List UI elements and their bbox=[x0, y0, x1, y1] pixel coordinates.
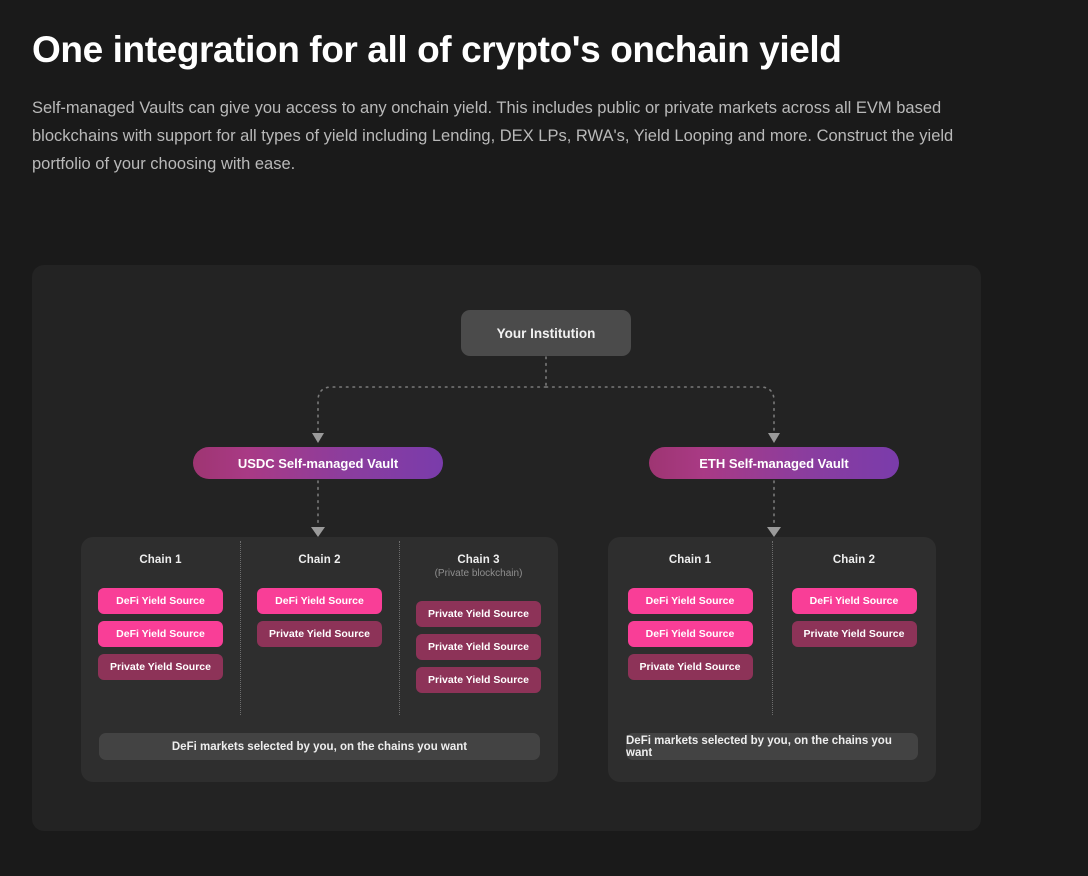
chain-column-usdc-2: Chain 2 DeFi Yield Source Private Yield … bbox=[240, 537, 399, 723]
chain-title: Chain 1 bbox=[139, 554, 182, 566]
chip-list: DeFi Yield Source DeFi Yield Source Priv… bbox=[627, 588, 753, 680]
institution-node[interactable]: Your Institution bbox=[461, 310, 631, 356]
chain-subtitle: (Private blockchain) bbox=[434, 568, 523, 579]
vault-eth[interactable]: ETH Self-managed Vault bbox=[649, 447, 899, 479]
chain-title: Chain 1 bbox=[668, 554, 712, 566]
yield-source-chip[interactable]: DeFi Yield Source bbox=[98, 621, 223, 647]
yield-source-chip[interactable]: Private Yield Source bbox=[791, 621, 917, 647]
connector-to-usdc-vault bbox=[317, 386, 547, 434]
chain-title: Chain 2 bbox=[832, 554, 876, 566]
page-subtitle: Self-managed Vaults can give you access … bbox=[32, 98, 954, 174]
yield-source-chip[interactable]: Private Yield Source bbox=[416, 634, 541, 660]
chain-columns-eth: Chain 1 DeFi Yield Source DeFi Yield Sou… bbox=[608, 537, 936, 723]
chip-list: DeFi Yield Source Private Yield Source bbox=[791, 588, 917, 647]
chain-panel-eth: Chain 1 DeFi Yield Source DeFi Yield Sou… bbox=[608, 537, 936, 782]
page-header: One integration for all of crypto's onch… bbox=[32, 28, 982, 179]
chip-list: Private Yield Source Private Yield Sourc… bbox=[416, 601, 541, 693]
yield-source-chip[interactable]: DeFi Yield Source bbox=[791, 588, 917, 614]
yield-source-chip[interactable]: Private Yield Source bbox=[627, 654, 753, 680]
chain-column-eth-1: Chain 1 DeFi Yield Source DeFi Yield Sou… bbox=[608, 537, 772, 723]
arrowhead-usdc-vault bbox=[312, 433, 324, 443]
chip-list: DeFi Yield Source Private Yield Source bbox=[257, 588, 382, 647]
chain-column-eth-2: Chain 2 DeFi Yield Source Private Yield … bbox=[772, 537, 936, 723]
vault-eth-label: ETH Self-managed Vault bbox=[699, 455, 849, 471]
chain-title: Chain 3 bbox=[457, 554, 500, 566]
vault-usdc-label: USDC Self-managed Vault bbox=[237, 455, 399, 471]
yield-source-chip[interactable]: DeFi Yield Source bbox=[627, 588, 753, 614]
page-title: One integration for all of crypto's onch… bbox=[32, 29, 842, 70]
yield-source-chip[interactable]: DeFi Yield Source bbox=[257, 588, 382, 614]
yield-source-chip[interactable]: DeFi Yield Source bbox=[627, 621, 753, 647]
arrowhead-eth-vault bbox=[768, 433, 780, 443]
chain-panel-usdc: Chain 1 DeFi Yield Source DeFi Yield Sou… bbox=[81, 537, 558, 782]
institution-label: Your Institution bbox=[496, 325, 596, 341]
panel-footer-eth: DeFi markets selected by you, on the cha… bbox=[626, 733, 918, 760]
yield-source-chip[interactable]: Private Yield Source bbox=[257, 621, 382, 647]
chain-columns-usdc: Chain 1 DeFi Yield Source DeFi Yield Sou… bbox=[81, 537, 558, 723]
yield-source-chip[interactable]: Private Yield Source bbox=[416, 601, 541, 627]
chain-column-usdc-1: Chain 1 DeFi Yield Source DeFi Yield Sou… bbox=[81, 537, 240, 723]
chain-column-usdc-3: Chain 3 (Private blockchain) Private Yie… bbox=[399, 537, 558, 723]
yield-source-chip[interactable]: Private Yield Source bbox=[98, 654, 223, 680]
chain-title: Chain 2 bbox=[298, 554, 341, 566]
architecture-diagram-card: Your Institution USDC Self-managed Vault… bbox=[32, 265, 981, 831]
yield-source-chip[interactable]: DeFi Yield Source bbox=[98, 588, 223, 614]
vault-usdc[interactable]: USDC Self-managed Vault bbox=[193, 447, 443, 479]
arrowhead-eth-panel bbox=[767, 527, 781, 537]
chip-list: DeFi Yield Source DeFi Yield Source Priv… bbox=[98, 588, 223, 680]
connector-to-eth-vault bbox=[545, 386, 775, 434]
arrowhead-usdc-panel bbox=[311, 527, 325, 537]
yield-source-chip[interactable]: Private Yield Source bbox=[416, 667, 541, 693]
panel-footer-usdc: DeFi markets selected by you, on the cha… bbox=[99, 733, 540, 760]
